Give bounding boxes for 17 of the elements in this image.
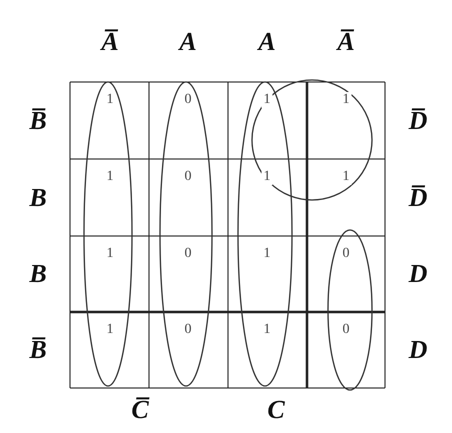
row-label: B	[29, 184, 47, 210]
column-header: A	[258, 29, 276, 55]
row-label: B̅	[29, 337, 47, 363]
cell-value: 1	[340, 169, 352, 185]
row-label: B̅	[29, 108, 47, 134]
cell-value: 1	[262, 92, 272, 108]
row-label: B	[29, 261, 47, 287]
row-label: D̅	[408, 184, 428, 210]
row-label: D̅	[408, 108, 428, 134]
row-label: D	[408, 337, 428, 363]
column-header: A	[179, 29, 197, 55]
column-header: A̅	[337, 29, 355, 55]
column-header: A̅	[101, 29, 119, 55]
column-label: C	[267, 397, 285, 423]
column-label: C̅	[131, 397, 149, 423]
cell-value: 1	[262, 169, 272, 185]
row-label: D	[408, 261, 428, 287]
